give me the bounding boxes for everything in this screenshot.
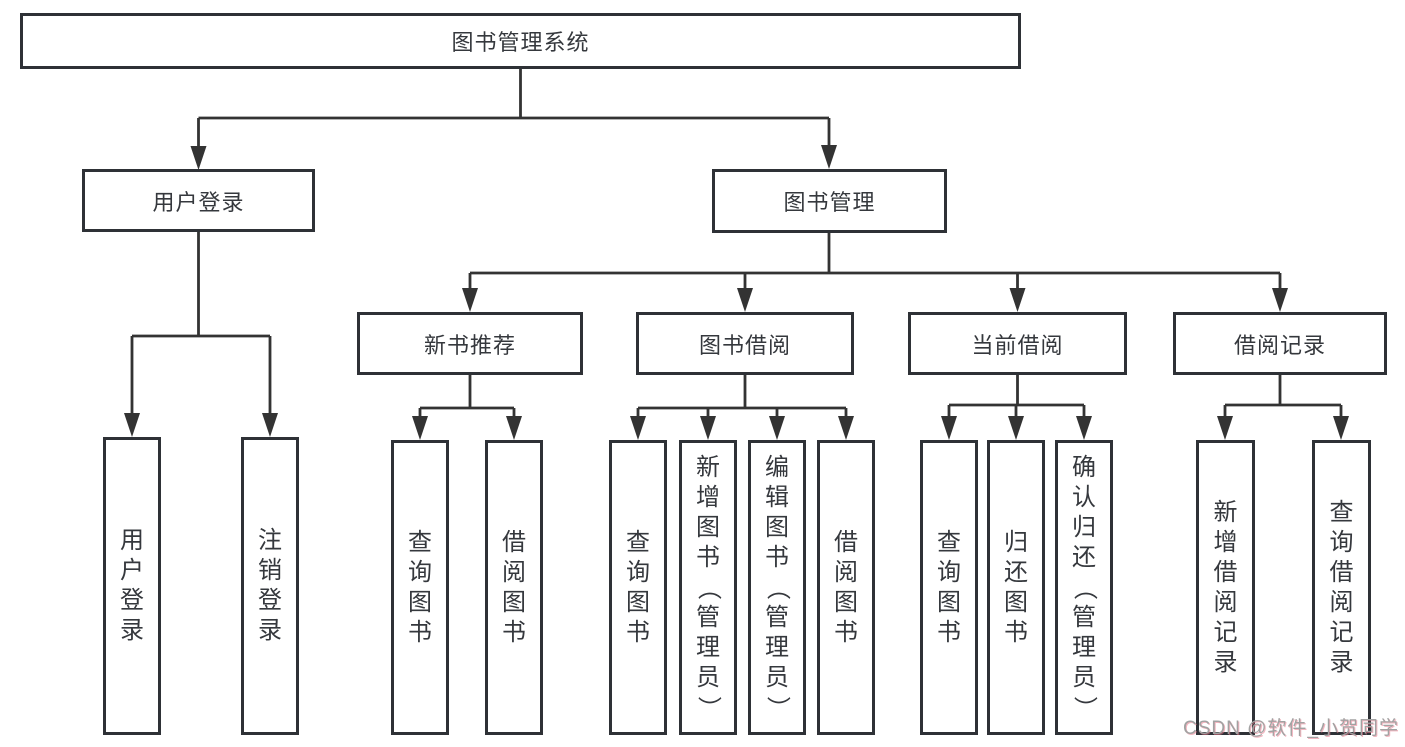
node-root-system: 图书管理系统 — [20, 13, 1021, 69]
leaf-query-borrow-record: 查询借阅记录 — [1312, 440, 1371, 735]
node-user-login-label: 用户登录 — [152, 189, 245, 215]
arrowheads — [124, 145, 1349, 440]
node-book-borrowing-label: 图书借阅 — [698, 332, 791, 358]
leaf-newbook-borrow-books-label: 借阅图书 — [502, 528, 526, 646]
node-borrow-records-label: 借阅记录 — [1233, 332, 1326, 358]
leaf-add-books-admin: 新增图书（管理员） — [679, 440, 737, 735]
leaf-return-books-label: 归还图书 — [1004, 528, 1028, 646]
leaf-add-borrow-record-label: 新增借阅记录 — [1213, 498, 1238, 676]
leaf-newbook-query-books: 查询图书 — [391, 440, 449, 735]
leaf-add-borrow-record: 新增借阅记录 — [1196, 440, 1255, 735]
leaf-newbook-query-books-label: 查询图书 — [408, 528, 432, 646]
node-user-login: 用户登录 — [82, 169, 315, 232]
leaf-confirm-return-admin-label: 确认归还（管理员） — [1071, 453, 1098, 720]
leaf-confirm-return-admin: 确认归还（管理员） — [1055, 440, 1113, 735]
leaf-borrow-books: 借阅图书 — [817, 440, 875, 735]
node-current-borrowing: 当前借阅 — [908, 312, 1127, 375]
node-book-management: 图书管理 — [712, 169, 947, 233]
leaf-edit-books-admin-label: 编辑图书（管理员） — [764, 453, 791, 720]
node-book-borrowing: 图书借阅 — [636, 312, 854, 375]
leaf-borrow-query-books: 查询图书 — [609, 440, 667, 735]
node-new-book-recommend-label: 新书推荐 — [423, 332, 516, 358]
leaf-return-books: 归还图书 — [987, 440, 1045, 735]
leaf-logout-label: 注销登录 — [258, 527, 282, 644]
leaf-borrow-query-books-label: 查询图书 — [626, 528, 650, 646]
node-current-borrowing-label: 当前借阅 — [971, 332, 1064, 358]
node-book-management-label: 图书管理 — [783, 190, 876, 215]
leaf-query-borrow-record-label: 查询借阅记录 — [1329, 498, 1354, 676]
leaf-newbook-borrow-books: 借阅图书 — [485, 440, 543, 735]
leaf-user-login-label: 用户登录 — [120, 527, 144, 644]
leaf-logout: 注销登录 — [241, 437, 299, 735]
node-new-book-recommend: 新书推荐 — [357, 312, 583, 375]
leaf-borrow-books-label: 借阅图书 — [834, 528, 858, 646]
csdn-watermark: CSDN @软件_小贺同学 — [1183, 718, 1399, 739]
leaf-edit-books-admin: 编辑图书（管理员） — [748, 440, 806, 735]
leaf-current-query-books: 查询图书 — [920, 440, 978, 735]
node-root-system-label: 图书管理系统 — [451, 30, 590, 55]
node-borrow-records: 借阅记录 — [1173, 312, 1387, 375]
leaf-add-books-admin-label: 新增图书（管理员） — [695, 453, 722, 720]
leaf-user-login: 用户登录 — [103, 437, 161, 735]
leaf-current-query-books-label: 查询图书 — [937, 528, 961, 646]
